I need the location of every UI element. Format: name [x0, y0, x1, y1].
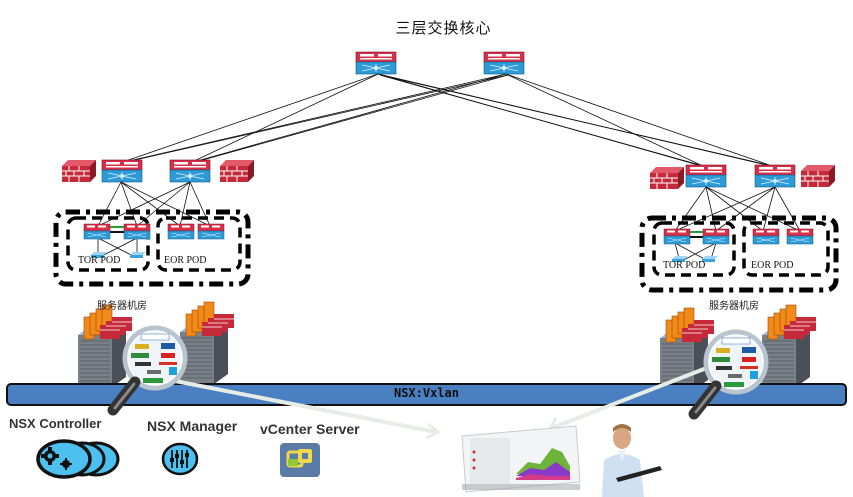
analytics-dashboard-icon: [461, 425, 581, 493]
server-room-label-left: 服务器机房: [97, 301, 147, 312]
left-eor-pod-boundary: [156, 216, 242, 272]
left-tor-pod-boundary: [66, 216, 150, 272]
tor-pod-label-left: TOR POD: [78, 255, 121, 266]
sliders-icon: [161, 442, 199, 476]
vcenter-icon: [280, 443, 320, 477]
diagram-title: 三层交换核心: [395, 19, 492, 37]
nsx-vxlan-label: NSX:Vxlan: [393, 386, 460, 400]
right-agg-links: [674, 186, 801, 263]
nsx-manager-label: NSX Manager: [147, 418, 238, 434]
server-room-label-right: 服务器机房: [709, 301, 759, 312]
flow-arrow-right: [551, 360, 723, 430]
nsx-controller-label: NSX Controller: [9, 416, 102, 431]
operator-person-icon: [602, 424, 662, 497]
eor-pod-label-right: EOR POD: [751, 260, 794, 271]
flow-arrow-left: [169, 378, 437, 434]
right-tor-pod-boundary: [652, 221, 736, 277]
eor-pod-label-left: EOR POD: [164, 255, 207, 266]
right-site-boundary: [639, 215, 839, 293]
core-uplinks: [119, 73, 778, 168]
tor-pod-label-right: TOR POD: [663, 260, 706, 271]
gears-cluster-icon: [36, 439, 120, 479]
vcenter-server-label: vCenter Server: [260, 421, 360, 437]
left-site-boundary: [53, 209, 251, 287]
right-eor-pod-boundary: [742, 221, 830, 277]
